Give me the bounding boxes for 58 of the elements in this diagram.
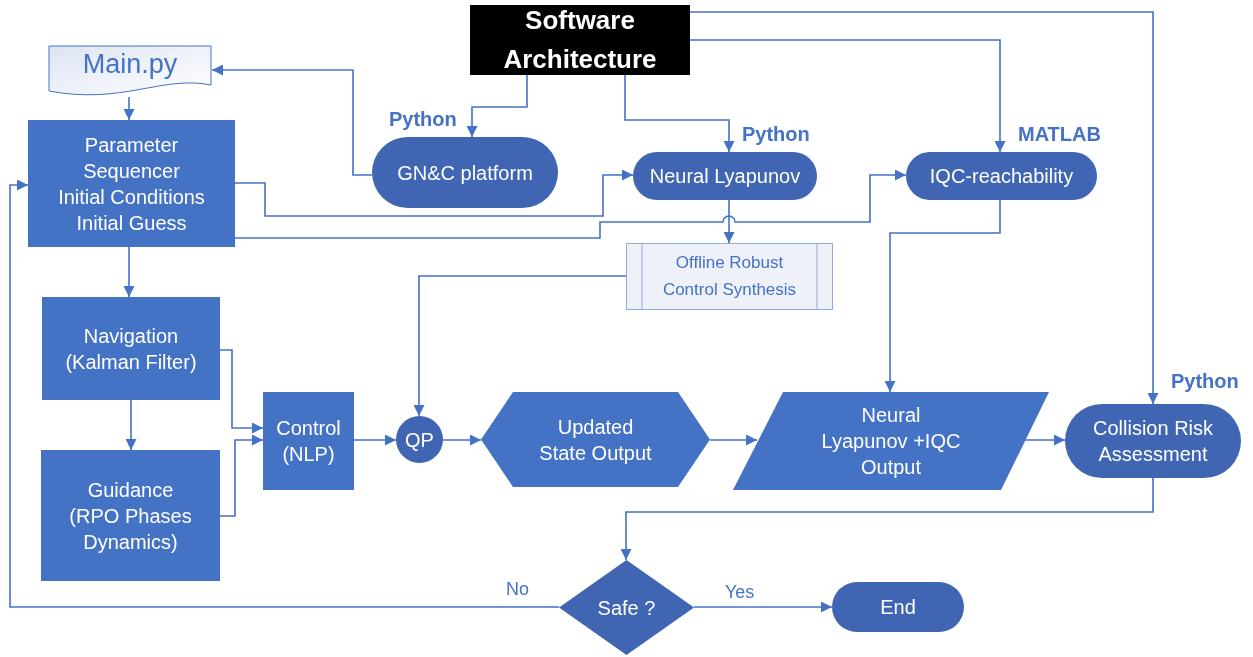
node-text: QP xyxy=(405,427,434,453)
process-box xyxy=(42,297,220,400)
arrow xyxy=(884,199,1001,393)
arrow xyxy=(466,74,528,138)
arrow xyxy=(123,246,135,298)
arrow xyxy=(219,434,264,517)
terminator-pill xyxy=(633,152,817,200)
decision-diamond xyxy=(559,560,694,655)
edge-label: Python xyxy=(1170,370,1240,392)
arrow xyxy=(442,434,482,446)
edge-label: Python xyxy=(388,108,458,130)
arrow xyxy=(123,96,135,121)
data-parallelogram xyxy=(733,392,1049,490)
arrow xyxy=(9,179,560,608)
arrow xyxy=(1024,434,1066,446)
arrow xyxy=(620,477,1154,561)
node-text: Software Architecture xyxy=(502,4,658,76)
node-text: Updated State Output xyxy=(538,414,653,466)
node-text: Sequencer xyxy=(83,158,180,184)
node-text: GN&C platform xyxy=(397,160,533,186)
node-text: Guidance (RPO Phases Dynamics) xyxy=(68,477,193,555)
node-text: Initial Guess xyxy=(76,210,187,236)
arrow xyxy=(211,64,373,176)
arrow xyxy=(689,39,1006,153)
edge-label: Python xyxy=(741,123,811,145)
header-box xyxy=(470,5,690,75)
arrow xyxy=(234,169,907,239)
arrow xyxy=(689,11,1159,405)
node-text: Navigation (Kalman Filter) xyxy=(64,323,198,375)
node-text: Initial Conditions xyxy=(58,184,205,210)
node-text: Offline Robust Control Synthesis xyxy=(661,252,798,301)
node-text: Main.py xyxy=(82,48,178,82)
terminator-pill xyxy=(832,582,964,632)
process-box xyxy=(28,120,235,247)
arrow xyxy=(219,349,264,434)
arrow xyxy=(693,601,833,613)
node-text: Parameter xyxy=(84,132,179,158)
arrow xyxy=(234,169,634,217)
connector-circle xyxy=(396,416,443,463)
node-text: Neural Lyapunov +IQC Output xyxy=(820,403,962,480)
terminator-pill xyxy=(906,152,1097,200)
node-text: IQC-reachability xyxy=(929,164,1074,189)
node-text: End xyxy=(880,595,916,620)
node-text: Safe ? xyxy=(597,595,656,621)
arrow xyxy=(624,74,735,153)
node-text: Control (NLP) xyxy=(275,416,342,467)
arrow xyxy=(723,199,735,244)
process-box xyxy=(41,450,220,581)
document-shape xyxy=(48,45,212,97)
node-text: Neural Lyapunov xyxy=(649,164,801,189)
predefined-process-box xyxy=(626,243,833,310)
process-box xyxy=(263,392,354,490)
arrow xyxy=(709,434,758,446)
arrow xyxy=(353,434,397,446)
arrow xyxy=(413,275,627,417)
arrow xyxy=(125,399,137,451)
node-text: Collision Risk Assessment xyxy=(1092,416,1214,467)
display-hexagon xyxy=(481,392,710,487)
